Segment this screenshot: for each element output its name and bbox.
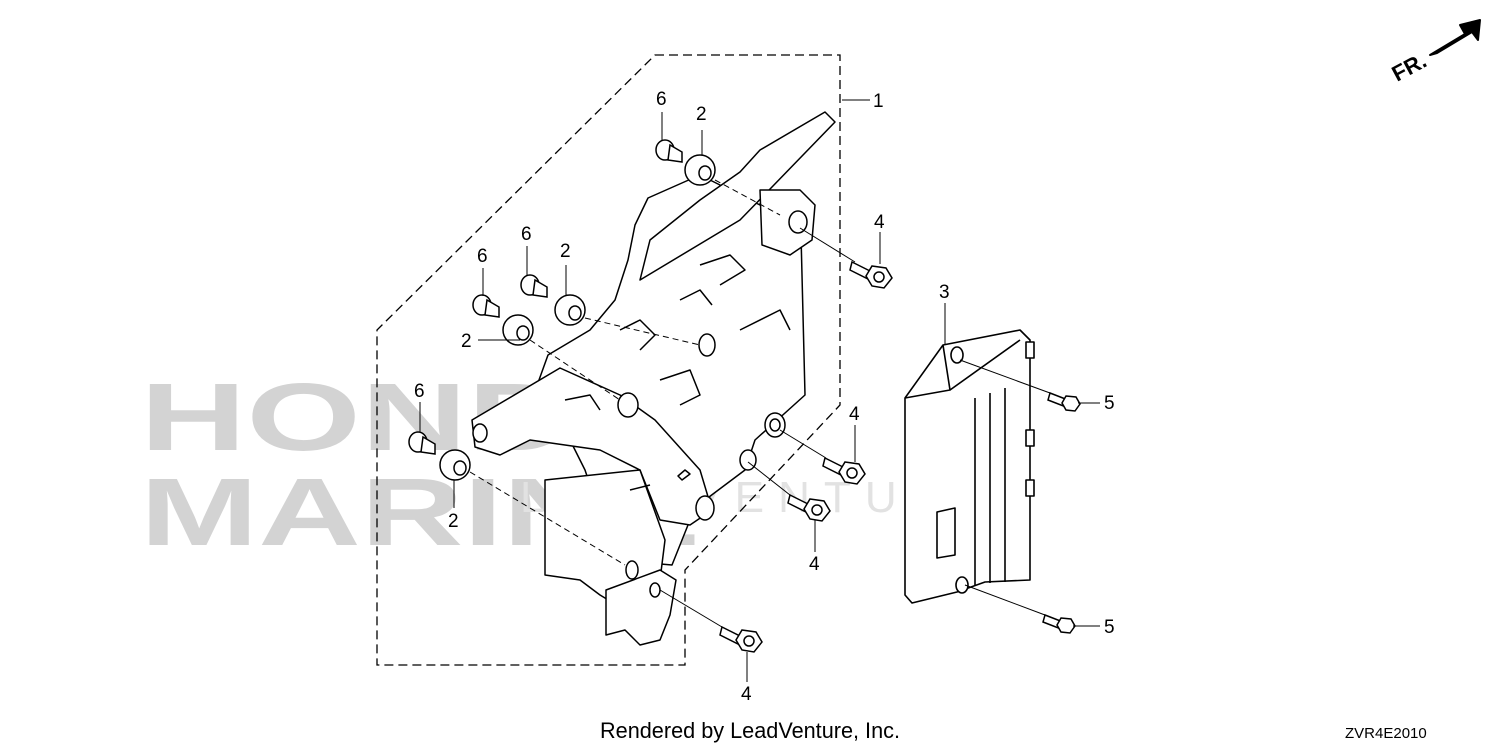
grommet-lower[interactable]	[439, 449, 471, 481]
collar-lower[interactable]	[408, 431, 436, 455]
callout-labels: 1 2 2 2 2 3 4 4 4 4 5 5 6 6 6 6	[414, 89, 1115, 705]
collar-left[interactable]	[472, 294, 500, 318]
collar-parts	[408, 139, 683, 455]
callout-6[interactable]: 6	[414, 381, 425, 402]
callout-2[interactable]: 2	[696, 104, 707, 125]
callout-6[interactable]: 6	[521, 224, 532, 245]
bracket-assembly[interactable]	[471, 111, 836, 646]
callout-3[interactable]: 3	[939, 282, 950, 303]
front-direction-badge: FR.	[1388, 19, 1481, 87]
callout-5[interactable]: 5	[1104, 393, 1115, 414]
bolt-lower[interactable]	[1042, 614, 1076, 634]
bolt-upper[interactable]	[1047, 392, 1081, 412]
callout-2[interactable]: 2	[461, 331, 472, 352]
callout-2[interactable]: 2	[448, 511, 459, 532]
flange-bolt-lower[interactable]	[719, 625, 763, 653]
collar-middle[interactable]	[520, 274, 548, 298]
callout-6[interactable]: 6	[656, 89, 667, 110]
diagram-code: ZVR4E2010	[1345, 725, 1427, 742]
bolt-parts	[1042, 392, 1081, 634]
flange-bolt-right[interactable]	[822, 456, 866, 485]
callout-4[interactable]: 4	[849, 404, 860, 425]
callout-1[interactable]: 1	[873, 91, 884, 112]
callout-6[interactable]: 6	[477, 246, 488, 267]
footer-credit: Rendered by LeadVenture, Inc.	[600, 718, 900, 743]
grommet-left[interactable]	[502, 314, 534, 346]
hidden-lines	[469, 179, 781, 566]
assembly-boundary	[376, 54, 841, 666]
flange-bolt-parts	[719, 260, 893, 653]
flange-bolt-upper[interactable]	[849, 260, 893, 289]
callout-5[interactable]: 5	[1104, 617, 1115, 638]
callout-4[interactable]: 4	[809, 554, 820, 575]
callout-4[interactable]: 4	[874, 212, 885, 233]
front-arrow-icon	[1429, 19, 1481, 56]
collar-upper[interactable]	[655, 139, 683, 163]
leader-lines	[419, 99, 1100, 682]
grommet-upper[interactable]	[684, 154, 716, 186]
callout-2[interactable]: 2	[560, 241, 571, 262]
grommet-middle[interactable]	[554, 294, 586, 326]
callout-4[interactable]: 4	[741, 684, 752, 705]
flange-bolt-middle[interactable]	[787, 493, 831, 522]
ecu-module[interactable]	[904, 329, 1035, 604]
front-label: FR.	[1388, 48, 1431, 87]
grommet-parts	[439, 154, 716, 481]
